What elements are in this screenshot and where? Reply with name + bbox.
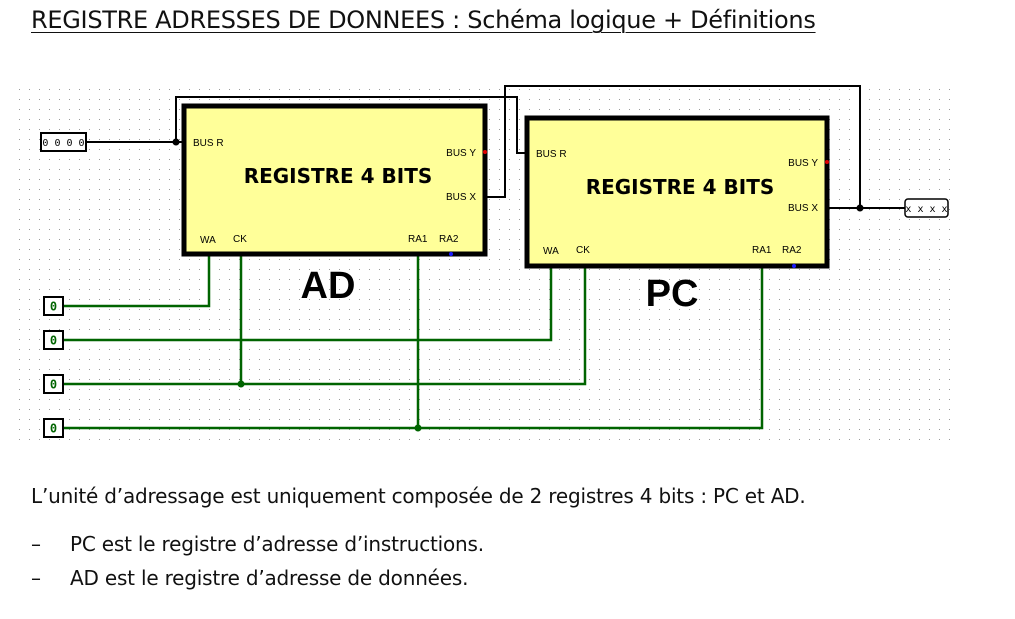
input-pin-value: 0: [50, 422, 57, 436]
input-bus-value: 0 0 0 0: [42, 138, 84, 149]
page-title: REGISTRE ADRESSES DE DONNEES : Schéma lo…: [31, 6, 816, 34]
input-pin[interactable]: 0: [43, 374, 64, 394]
pin-bus-y: BUS Y: [446, 148, 476, 159]
pin-ck: CK: [233, 234, 247, 245]
pin-dot: [483, 150, 487, 154]
logic-schematic: 0 0 0 0 x x x x 0 0 0 0 BUS R BUS Y BUS …: [18, 80, 950, 440]
input-pin[interactable]: 0: [43, 296, 64, 316]
bullet-dash: –: [31, 532, 41, 556]
pin-bus-x: BUS X: [788, 203, 818, 214]
register-name: AD: [301, 265, 356, 307]
intro-text: L’unité d’adressage est uniquement compo…: [31, 484, 806, 508]
input-pin-value: 0: [50, 378, 57, 392]
input-pin[interactable]: 0: [43, 330, 64, 350]
definition-item: – AD est le registre d’adresse de données…: [31, 565, 484, 599]
pin-dot: [825, 160, 829, 164]
pin-ra1: RA1: [408, 234, 428, 245]
input-bus-probe: 0 0 0 0: [40, 132, 87, 152]
pin-bus-y: BUS Y: [788, 158, 818, 169]
control-wires: [64, 254, 764, 430]
definition-list: – PC est le registre d’adresse d’instruct…: [31, 531, 484, 599]
pin-dot: [792, 264, 796, 268]
register-title: REGISTRE 4 BITS: [586, 175, 775, 199]
bullet-dash: –: [31, 566, 41, 590]
pin-ck: CK: [576, 245, 590, 256]
bus-wires: [86, 85, 905, 209]
wire-junction: [237, 380, 245, 388]
pin-ra2: RA2: [439, 234, 459, 245]
register-name: PC: [646, 273, 699, 315]
definition-item: – PC est le registre d’adresse d’instruct…: [31, 531, 484, 565]
pin-ra1: RA1: [752, 245, 772, 256]
pin-ra2: RA2: [782, 245, 802, 256]
register-title: REGISTRE 4 BITS: [244, 164, 433, 188]
definition-text: PC est le registre d’adresse d’instructi…: [70, 532, 484, 556]
wire-junction: [414, 424, 422, 432]
register-ad: BUS R BUS Y BUS X REGISTRE 4 BITS WA CK …: [181, 103, 488, 257]
register-pc: BUS R BUS Y BUS X REGISTRE 4 BITS WA CK …: [524, 115, 830, 269]
input-pin-value: 0: [50, 334, 57, 348]
input-pin-value: 0: [50, 300, 57, 314]
input-pin[interactable]: 0: [43, 418, 64, 438]
output-bus-probe: x x x x: [904, 198, 949, 218]
pin-bus-r: BUS R: [536, 149, 567, 160]
pin-bus-r: BUS R: [193, 138, 224, 149]
pin-dot: [449, 252, 453, 256]
pin-wa: WA: [543, 246, 559, 257]
definition-text: AD est le registre d’adresse de données.: [70, 566, 469, 590]
pin-wa: WA: [200, 235, 216, 246]
bus-junction: [172, 138, 180, 146]
output-bus-value: x x x x: [905, 204, 947, 215]
bus-junction: [856, 204, 864, 212]
pin-bus-x: BUS X: [446, 192, 476, 203]
